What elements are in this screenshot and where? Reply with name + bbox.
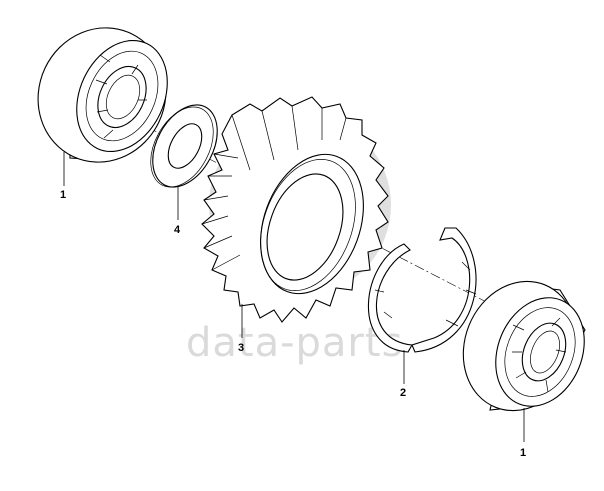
snap-ring [367, 227, 477, 353]
callout-label-bearing-left: 1 [60, 189, 66, 201]
callout-snap-ring: 2 [400, 350, 406, 399]
bearing-left [37, 27, 168, 163]
callout-label-washer: 4 [174, 224, 181, 236]
callout-bearing-right: 1 [520, 408, 526, 459]
watermark-text: data-parts [186, 320, 403, 366]
callout-washer: 4 [174, 186, 181, 236]
callout-label-gear: 3 [238, 342, 244, 354]
gear [201, 96, 389, 323]
callout-bearing-left: 1 [60, 152, 66, 201]
bearing-right [462, 280, 586, 412]
washer [150, 104, 218, 188]
callout-gear: 3 [238, 304, 244, 354]
callout-label-bearing-right: 1 [520, 447, 526, 459]
callout-label-snap-ring: 2 [400, 387, 406, 399]
